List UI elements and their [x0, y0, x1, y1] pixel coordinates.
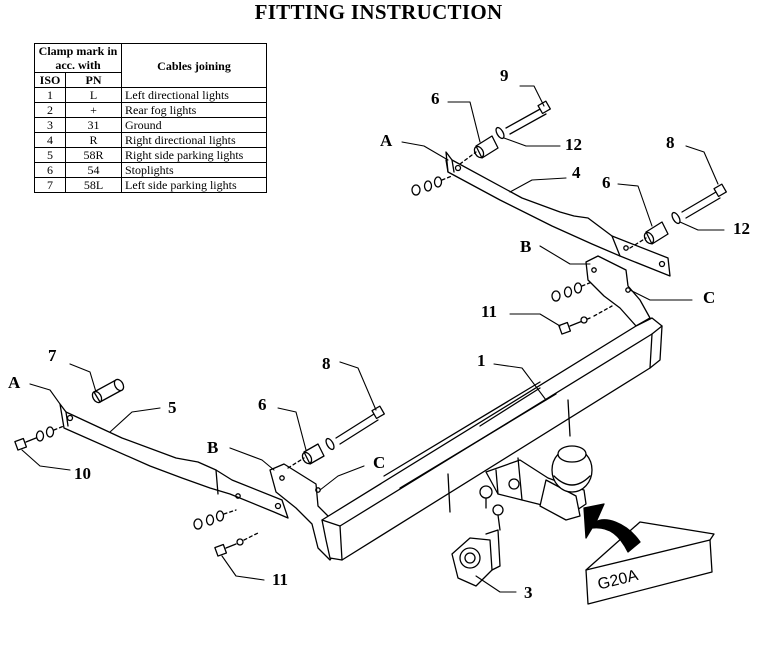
- callout-4: 4: [572, 163, 581, 182]
- fastener-group-right-rear: [459, 100, 551, 165]
- callout-1: 1: [477, 351, 486, 370]
- table-header-cables-joining: Cables joining: [121, 43, 267, 88]
- page-title: FITTING INSTRUCTION: [254, 0, 503, 24]
- fastener-group-left-rear: [91, 378, 125, 404]
- right-side-bracket: [445, 151, 671, 277]
- fastener-group-left-front: [287, 405, 385, 469]
- table-row: 4 R Right directional lights: [34, 132, 267, 148]
- table-cell-pn: 31: [65, 117, 122, 133]
- table-header-clamp-mark: Clamp mark in acc. with: [34, 43, 122, 73]
- callout-C-left: C: [373, 453, 386, 472]
- callout-12-right-rear: 12: [565, 135, 582, 154]
- callout-6-right-rear: 6: [431, 89, 440, 108]
- callout-B-left: B: [207, 438, 219, 457]
- socket-plate: [451, 529, 501, 587]
- callout-8-right: 8: [666, 133, 675, 152]
- nut-washer-set-right: [411, 175, 613, 335]
- callout-B-right: B: [520, 237, 532, 256]
- table-cell-desc: Ground: [121, 117, 267, 133]
- table-header-pn: PN: [65, 72, 122, 88]
- model-box: [585, 521, 715, 605]
- main-crossbar: [321, 317, 663, 561]
- table-row: 7 58L Left side parking lights: [34, 177, 267, 193]
- callout-C-right: C: [703, 288, 716, 307]
- callout-10: 10: [74, 464, 91, 483]
- fastener-group-right-front: [629, 183, 727, 249]
- table-row: 3 31 Ground: [34, 117, 267, 133]
- callout-8-left: 8: [322, 354, 331, 373]
- table-row: 6 54 Stoplights: [34, 162, 267, 178]
- callout-3: 3: [524, 583, 533, 602]
- callout-7: 7: [48, 346, 57, 365]
- callout-A-left: A: [8, 373, 21, 392]
- table-cell-desc: Right directional lights: [121, 132, 267, 148]
- leader-lines: [21, 85, 725, 593]
- callout-6-right-front: 6: [602, 173, 611, 192]
- callout-5: 5: [168, 398, 177, 417]
- table-cell-pn: 54: [65, 162, 122, 178]
- callout-A-right: A: [380, 131, 393, 150]
- table-cell-desc: Left side parking lights: [121, 177, 267, 193]
- table-cell-desc: Stoplights: [121, 162, 267, 178]
- cable-joining-table: Clamp mark in acc. with Cables joining I…: [34, 43, 267, 193]
- table-cell-desc: Right side parking lights: [121, 147, 267, 163]
- callout-11-left: 11: [272, 570, 289, 589]
- callout-6-left: 6: [258, 395, 267, 414]
- nut-washer-set-left: [14, 425, 261, 557]
- callout-11-right: 11: [481, 302, 498, 321]
- tow-ball-assembly: [479, 445, 593, 531]
- left-side-bracket: [59, 403, 289, 519]
- callout-12-right-front: 12: [733, 219, 750, 238]
- callout-9: 9: [500, 66, 509, 85]
- direction-arrow-icon: [583, 503, 641, 553]
- table-cell-pn: 58L: [65, 177, 122, 193]
